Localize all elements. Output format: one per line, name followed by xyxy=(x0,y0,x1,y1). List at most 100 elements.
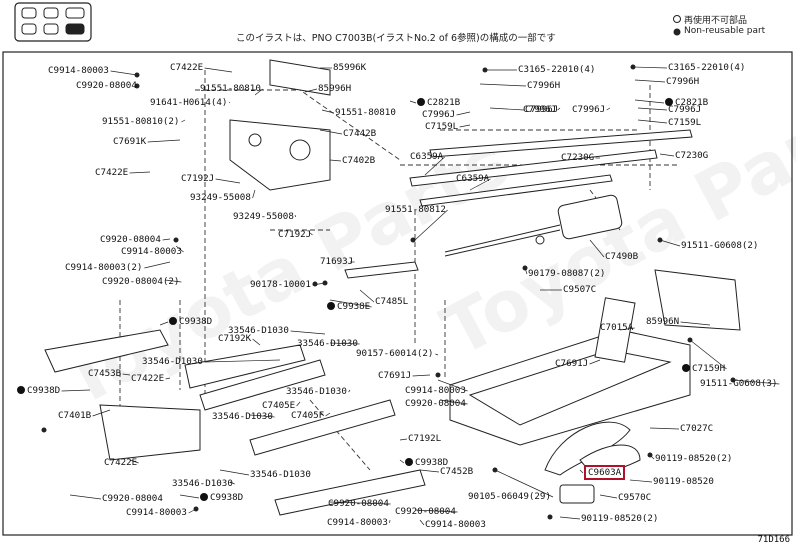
part-label-91511-g0608(2)[interactable]: 91511-G0608(2) xyxy=(681,240,758,251)
part-number-text: 93249-55008 xyxy=(190,192,251,203)
part-label-c7996j[interactable]: C7996J xyxy=(523,104,556,115)
part-label-c2821b[interactable]: C2821B xyxy=(417,97,460,108)
part-label-c9914-80003[interactable]: C9914-80003 xyxy=(121,246,182,257)
part-label-c9920-08004[interactable]: C9920-08004 xyxy=(102,493,163,504)
part-label-33546-d1030[interactable]: 33546-D1030 xyxy=(172,478,233,489)
part-label-c9938d[interactable]: C9938D xyxy=(169,316,212,327)
part-label-c7192j[interactable]: C7192J xyxy=(278,229,311,240)
part-label-c7230g[interactable]: C7230G xyxy=(561,152,594,163)
part-label-c9938d[interactable]: C9938D xyxy=(17,385,60,396)
part-label-33546-d1030[interactable]: 33546-D1030 xyxy=(142,356,203,367)
part-label-85996k[interactable]: 85996K xyxy=(333,62,366,73)
part-label-c7015a[interactable]: C7015A xyxy=(600,322,633,333)
part-label-91551-80810[interactable]: 91551-80810 xyxy=(200,83,261,94)
part-label-c2821b[interactable]: C2821B xyxy=(665,97,708,108)
part-label-c7996j[interactable]: C7996J xyxy=(572,104,605,115)
part-label-c9920-08004[interactable]: C9920-08004 xyxy=(76,80,137,91)
part-label-c9914-80003[interactable]: C9914-80003 xyxy=(126,507,187,518)
part-label-c9603a[interactable]: C9603A xyxy=(584,465,626,480)
part-label-c7691j[interactable]: C7691J xyxy=(555,358,588,369)
part-label-91551-80810(2)[interactable]: 91551-80810(2) xyxy=(102,116,179,127)
part-label-c6359a[interactable]: C6359A xyxy=(456,173,489,184)
part-label-93249-55008[interactable]: 93249-55008 xyxy=(190,192,251,203)
part-label-c9914-80003[interactable]: C9914-80003 xyxy=(425,519,486,530)
leader-line xyxy=(589,239,605,258)
part-label-c7691j[interactable]: C7691J xyxy=(378,370,411,381)
part-label-33546-d1030[interactable]: 33546-D1030 xyxy=(228,325,289,336)
part-label-c9920-08004(2)[interactable]: C9920-08004(2) xyxy=(102,276,179,287)
part-label-c7159l[interactable]: C7159L xyxy=(668,117,701,128)
leader-line xyxy=(309,232,313,236)
part-label-33546-d1030[interactable]: 33546-D1030 xyxy=(250,469,311,480)
part-label-c9938e[interactable]: C9938E xyxy=(327,301,370,312)
part-label-91641-h0614(4)[interactable]: 91641-H0614(4) xyxy=(150,97,227,108)
part-label-90157-60014(2)[interactable]: 90157-60014(2) xyxy=(356,348,433,359)
part-label-90119-08520(2)[interactable]: 90119-08520(2) xyxy=(581,513,658,524)
part-label-c7405f[interactable]: C7405F xyxy=(291,410,324,421)
part-label-90178-10001[interactable]: 90178-10001 xyxy=(250,279,311,290)
part-label-c7691k[interactable]: C7691K xyxy=(113,136,146,147)
part-label-c7452b[interactable]: C7452B xyxy=(440,466,473,477)
part-label-90119-08520(2)[interactable]: 90119-08520(2) xyxy=(655,453,732,464)
part-number-text: 71693J xyxy=(320,256,354,267)
part-label-c7996j[interactable]: C7996J xyxy=(525,104,558,115)
part-label-c9914-80003[interactable]: C9914-80003 xyxy=(48,65,109,76)
part-label-c9938d[interactable]: C9938D xyxy=(405,457,448,468)
part-label-c9570c[interactable]: C9570C xyxy=(618,492,651,503)
part-label-c7402b[interactable]: C7402B xyxy=(342,155,375,166)
part-label-c7192l[interactable]: C7192L xyxy=(408,433,441,444)
part-label-93249-55008[interactable]: 93249-55008 xyxy=(233,211,294,222)
part-number-text: C7027C xyxy=(680,423,714,434)
part-label-33546-d1030[interactable]: 33546-D1030 xyxy=(297,338,358,349)
part-label-c7405e[interactable]: C7405E xyxy=(262,400,295,411)
part-label-90179-08087(2)[interactable]: 90179-08087(2) xyxy=(528,268,605,279)
part-label-c3165-22010(4)[interactable]: C3165-22010(4) xyxy=(518,64,595,75)
part-label-c7192j[interactable]: C7192J xyxy=(181,173,214,184)
part-label-91551-80810[interactable]: 91551-80810 xyxy=(335,107,396,118)
part-label-90105-06049(29)[interactable]: 90105-06049(29) xyxy=(468,491,551,502)
part-label-c7485l[interactable]: C7485L xyxy=(375,296,408,307)
leader-line xyxy=(632,66,668,69)
part-label-c9920-08004[interactable]: C9920-08004 xyxy=(328,498,389,509)
part-label-c9914-80003[interactable]: C9914-80003 xyxy=(405,385,466,396)
part-label-85996n[interactable]: 85996N xyxy=(646,316,679,327)
leader-line xyxy=(524,267,528,275)
part-label-c7996j[interactable]: C7996J xyxy=(422,109,455,120)
part-number-text: C9920-08004 xyxy=(405,398,466,409)
part-label-c9938d[interactable]: C9938D xyxy=(200,492,243,503)
part-label-c7996h[interactable]: C7996H xyxy=(527,80,560,91)
part-label-c7159l[interactable]: C7159L xyxy=(425,121,458,132)
part-label-c7453b[interactable]: C7453B xyxy=(88,368,121,379)
part-label-c9914-80003(2)[interactable]: C9914-80003(2) xyxy=(65,262,142,273)
part-label-c7996j[interactable]: C7996J xyxy=(668,104,701,115)
part-label-c7422e[interactable]: C7422E xyxy=(131,373,164,384)
part-label-c9920-08004[interactable]: C9920-08004 xyxy=(395,506,456,517)
part-label-c7422e[interactable]: C7422E xyxy=(170,62,203,73)
part-label-c7996h[interactable]: C7996H xyxy=(666,76,699,87)
part-label-c7490b[interactable]: C7490B xyxy=(605,251,638,262)
part-label-71693j[interactable]: 71693J xyxy=(320,256,353,267)
part-label-c7422e[interactable]: C7422E xyxy=(104,457,137,468)
part-label-c7027c[interactable]: C7027C xyxy=(680,423,713,434)
part-label-33546-d1030[interactable]: 33546-D1030 xyxy=(212,411,273,422)
part-label-90119-08520[interactable]: 90119-08520 xyxy=(653,476,714,487)
part-label-c7192k[interactable]: C7192K xyxy=(218,333,251,344)
part-label-c9507c[interactable]: C9507C xyxy=(563,284,596,295)
part-label-c7401b[interactable]: C7401B xyxy=(58,410,91,421)
part-label-85996h[interactable]: 85996H xyxy=(318,83,351,94)
part-label-c7422e[interactable]: C7422E xyxy=(95,167,128,178)
part-label-91511-g0608(3)[interactable]: 91511-G0608(3) xyxy=(700,378,777,389)
part-label-c7159h[interactable]: C7159H xyxy=(682,363,725,374)
part-label-c9920-08004[interactable]: C9920-08004 xyxy=(405,398,466,409)
part-label-c6359a[interactable]: C6359A xyxy=(410,151,443,162)
part-label-c7230g[interactable]: C7230G xyxy=(675,150,708,161)
part-label-c9920-08004[interactable]: C9920-08004 xyxy=(100,234,161,245)
part-number-text: C7490B xyxy=(605,251,639,262)
part-label-c7442b[interactable]: C7442B xyxy=(343,128,376,139)
part-label-33546-d1030[interactable]: 33546-D1030 xyxy=(286,386,347,397)
view-selector-icon[interactable] xyxy=(14,2,92,42)
leader-line xyxy=(557,107,561,111)
part-label-c3165-22010(4)[interactable]: C3165-22010(4) xyxy=(668,62,745,73)
part-label-c9914-80003[interactable]: C9914-80003 xyxy=(327,517,388,528)
part-label-91551-80812[interactable]: 91551-80812 xyxy=(385,204,446,215)
